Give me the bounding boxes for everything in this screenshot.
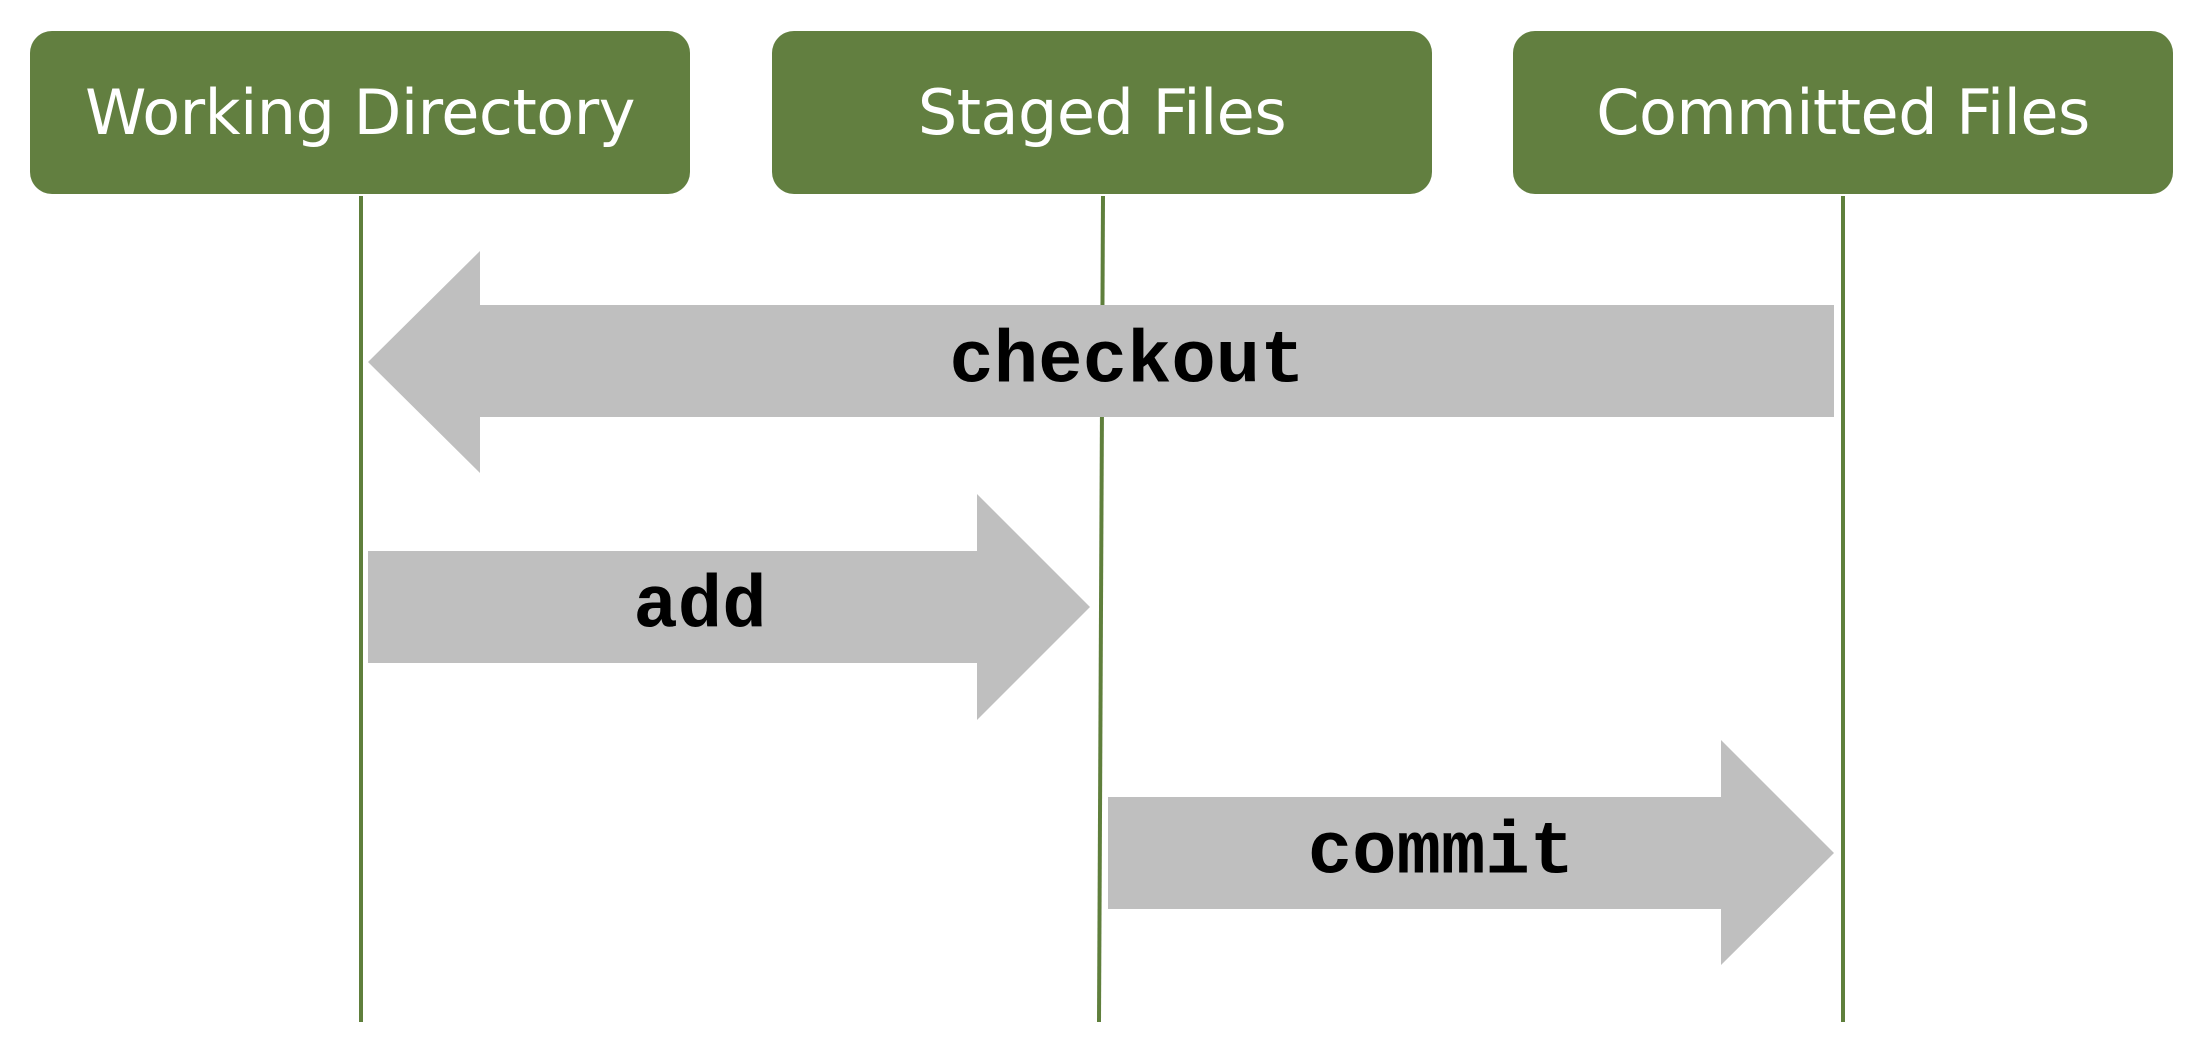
commit-arrow: [1108, 740, 1834, 965]
add-arrow-label: add: [633, 566, 766, 650]
checkout-arrow-label: checkout: [949, 321, 1304, 405]
add-arrow: [368, 494, 1090, 720]
lane-header-label: Committed Files: [1596, 76, 2090, 149]
lane-header-label: Working Directory: [85, 76, 635, 149]
lane-header-staged-files: Staged Files: [772, 31, 1432, 194]
lane-header-working-directory: Working Directory: [30, 31, 690, 194]
lane-header-committed-files: Committed Files: [1513, 31, 2173, 194]
commit-arrow-label: commit: [1308, 812, 1574, 896]
lane-header-label: Staged Files: [917, 76, 1287, 149]
checkout-arrow: [368, 251, 1834, 473]
